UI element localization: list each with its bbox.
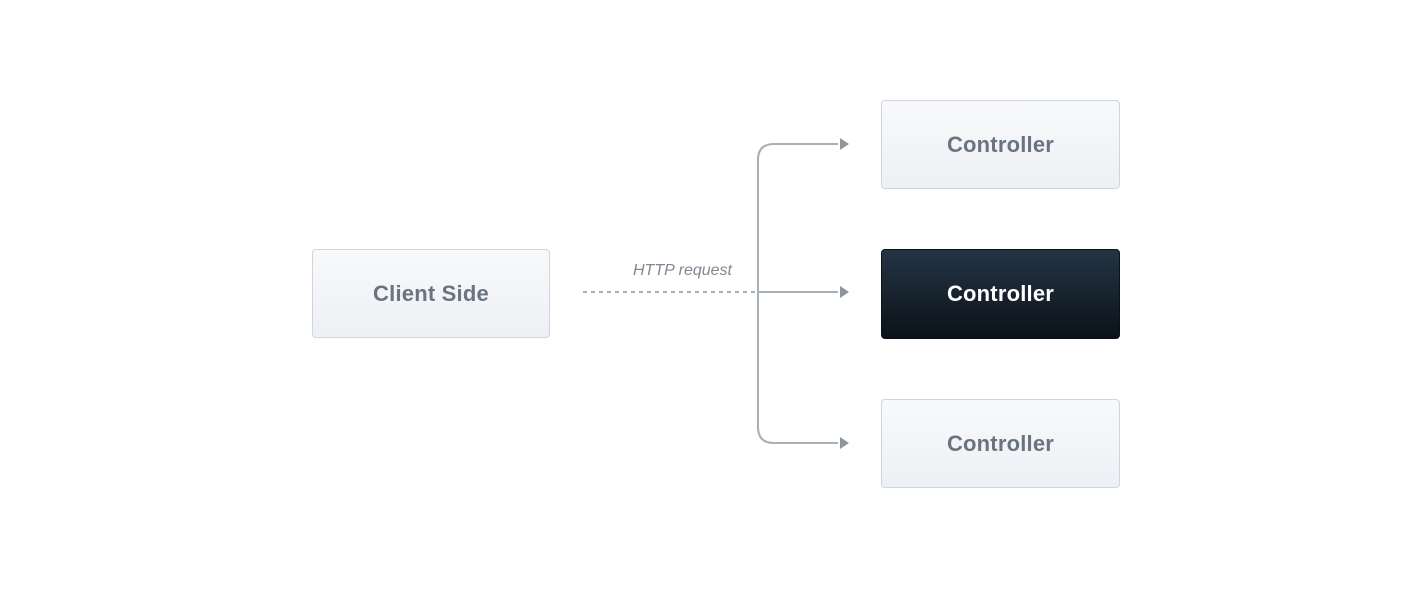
controller-node-top: Controller (881, 100, 1120, 189)
client-side-label: Client Side (373, 280, 489, 306)
controller-node-bottom: Controller (881, 399, 1120, 488)
http-request-label: HTTP request (633, 262, 732, 279)
client-side-node: Client Side (312, 249, 550, 338)
controller-label: Controller (946, 281, 1055, 306)
controller-label: Controller (946, 430, 1055, 456)
controller-label: Controller (946, 131, 1055, 157)
arrowhead-bottom (840, 437, 849, 449)
controller-node-active: Controller (881, 249, 1120, 339)
branch-top-line (757, 143, 838, 161)
arrowhead-top (840, 138, 849, 150)
branch-bottom-line (757, 426, 838, 444)
arrowhead-middle (840, 286, 849, 298)
